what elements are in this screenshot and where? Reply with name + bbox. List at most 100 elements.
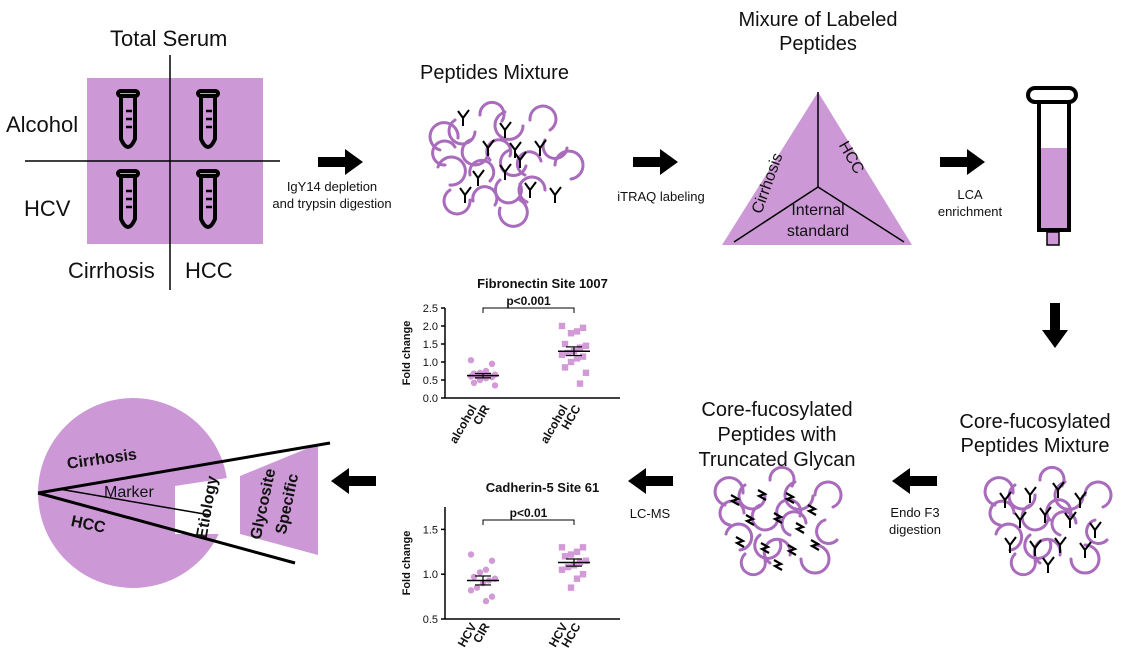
y-tick-label: 0.5 <box>423 375 438 387</box>
row-label-hcv: HCV <box>24 196 71 221</box>
serum-panel <box>25 55 280 290</box>
significance-label: p<0.001 <box>506 294 551 308</box>
truncated-title-line3: Truncated Glycan <box>698 449 856 471</box>
data-point <box>488 593 496 600</box>
data-point <box>558 544 566 551</box>
data-point <box>564 349 572 357</box>
step-endo: Endo F3 digestion <box>875 504 955 538</box>
peptides-mixture-icon <box>428 100 585 228</box>
significance-label: p<0.01 <box>510 506 548 520</box>
data-point <box>488 373 496 381</box>
step-lca-line2: enrichment <box>937 204 1003 219</box>
data-point <box>561 364 569 371</box>
core-mixture-title: Core-fucosylated Peptides Mixture <box>935 410 1135 458</box>
data-point <box>558 351 566 358</box>
data-point <box>573 575 581 582</box>
arrow-down-icon <box>1042 303 1068 348</box>
data-point <box>567 330 575 337</box>
col-label-hcc: HCC <box>185 258 233 283</box>
serum-title: Total Serum <box>110 26 228 51</box>
data-point <box>582 342 590 349</box>
significance-bracket <box>482 307 575 313</box>
category-label: alcohol <box>446 403 479 446</box>
arrow-left-icon <box>331 468 376 494</box>
data-point <box>482 566 490 573</box>
y-tick-label: 0.5 <box>423 614 438 626</box>
arrows <box>318 149 1068 494</box>
y-tick-label: 2.0 <box>423 321 438 333</box>
step-itraq: iTRAQ labeling <box>617 189 705 204</box>
category-label: CIR <box>470 402 493 427</box>
data-point <box>573 355 581 362</box>
data-point <box>576 344 584 351</box>
truncated-glycan-icon <box>713 465 843 577</box>
step-endo-line1: Endo F3 <box>890 505 940 520</box>
truncated-title: Core-fucosylated Peptides with Truncated… <box>672 398 882 473</box>
step-lcms: LC-MS <box>629 506 671 521</box>
triangle-label-internal-line2: standard <box>786 223 850 240</box>
labeled-title-line2: Peptides <box>779 33 857 55</box>
y-tick-label: 1.0 <box>423 569 438 581</box>
data-point <box>576 380 584 387</box>
step-digestion: IgY14 depletion and trypsin digestion <box>262 178 402 212</box>
data-point <box>582 369 590 376</box>
data-point <box>561 340 569 348</box>
core-fucosylated-mixture-icon <box>983 465 1113 577</box>
data-point <box>567 584 575 591</box>
data-point <box>564 563 572 571</box>
step-digestion-line1: IgY14 depletion <box>286 179 378 194</box>
triangle-label-internal: Internal standard <box>772 200 864 242</box>
data-point <box>482 597 490 605</box>
truncated-marks <box>729 488 821 572</box>
data-point <box>561 553 569 560</box>
data-point <box>579 571 587 578</box>
truncated-title-line1: Core-fucosylated <box>701 399 853 421</box>
step-digestion-line2: and trypsin digestion <box>272 196 392 211</box>
y-tick-label: 1.5 <box>423 339 438 351</box>
row-label-alcohol: Alcohol <box>6 112 79 137</box>
y-axis-label: Fold change <box>401 321 413 386</box>
core-mixture-title-line1: Core-fucosylated <box>959 411 1111 433</box>
chart-title: Cadherin-5 Site 61 <box>486 480 599 495</box>
arrow-left-icon <box>892 468 937 494</box>
y-tick-label: 1.0 <box>423 357 438 369</box>
category-label: CIR <box>470 620 493 645</box>
y-axis-label: Fold change <box>401 531 413 596</box>
peptides-mixture-title: Peptides Mixture <box>420 62 569 84</box>
triangle-label-internal-line1: Internal <box>791 202 845 219</box>
data-point <box>467 587 475 594</box>
marker-label-marker: Marker <box>104 484 154 501</box>
step-lca: LCA enrichment <box>930 186 1010 220</box>
lca-column-icon <box>1026 86 1078 246</box>
core-mixture-title-line2: Peptides Mixture <box>960 435 1110 457</box>
data-point <box>579 353 587 360</box>
data-point <box>579 544 587 551</box>
data-point <box>582 557 590 564</box>
data-point <box>476 569 484 576</box>
data-point <box>467 357 475 364</box>
labeled-peptides-triangle <box>722 92 912 245</box>
chart-title: Fibronectin Site 1007 <box>477 276 608 291</box>
fibronectin-chart: Fibronectin Site 10070.00.51.01.52.02.5F… <box>401 276 620 446</box>
data-point <box>470 379 478 387</box>
truncated-title-line2: Peptides with <box>717 424 837 446</box>
arrow-right-icon <box>633 149 678 175</box>
data-point <box>473 584 481 591</box>
y-tick-label: 0.0 <box>423 393 438 405</box>
significance-bracket <box>482 519 575 525</box>
data-point <box>467 551 475 558</box>
arrow-right-icon <box>940 149 985 175</box>
data-point <box>488 557 496 564</box>
arrow-right-icon <box>318 149 363 175</box>
step-endo-line2: digestion <box>888 522 942 537</box>
marker-funnel <box>37 398 331 588</box>
arrow-left-icon <box>628 468 673 494</box>
data-point <box>491 382 499 389</box>
data-point <box>573 548 581 555</box>
step-lca-line1: LCA <box>957 187 983 202</box>
data-point <box>470 573 478 581</box>
data-point <box>567 358 575 366</box>
